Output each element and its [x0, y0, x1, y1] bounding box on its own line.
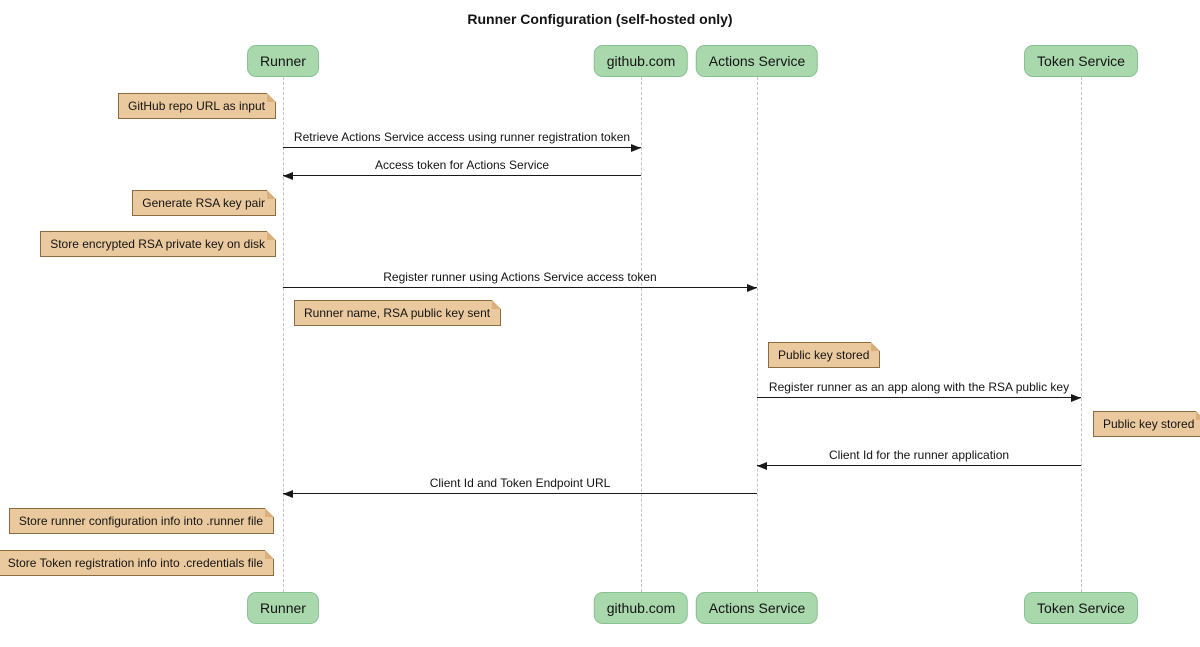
participant-actions-service-top: Actions Service [695, 45, 819, 77]
message-line [283, 147, 641, 148]
message-line [283, 287, 757, 288]
participant-runner-top: Runner [247, 45, 319, 77]
message-label: Access token for Actions Service [374, 158, 550, 172]
arrowhead-icon [757, 461, 767, 470]
lifeline-actions-service [757, 77, 758, 592]
message-label: Register runner as an app along with the… [768, 380, 1070, 394]
lifeline-token-service [1081, 77, 1082, 592]
note-1: GitHub repo URL as input [118, 93, 276, 119]
note-7: Store runner configuration info into .ru… [8, 508, 275, 534]
note-5: Public key stored [768, 342, 881, 368]
arrowhead-icon [283, 171, 293, 180]
note-6: Public key stored [1093, 411, 1200, 437]
participant-github-com-top: github.com [593, 45, 689, 77]
arrowhead-icon [631, 143, 641, 152]
arrowhead-icon [747, 283, 757, 292]
message-line [757, 465, 1081, 466]
participant-token-service-bottom: Token Service [1024, 592, 1138, 624]
message-line [757, 397, 1081, 398]
note-3: Store encrypted RSA private key on disk [40, 231, 276, 257]
arrowhead-icon [283, 489, 293, 498]
participant-actions-service-bottom: Actions Service [695, 592, 819, 624]
message-label: Client Id and Token Endpoint URL [429, 476, 611, 490]
message-line [283, 493, 757, 494]
lifeline-github-com [641, 77, 642, 592]
participant-github-com-bottom: github.com [593, 592, 689, 624]
participant-runner-bottom: Runner [247, 592, 319, 624]
message-label: Retrieve Actions Service access using ru… [293, 130, 631, 144]
lifeline-runner [283, 77, 284, 592]
note-4: Runner name, RSA public key sent [294, 300, 502, 326]
message-line [283, 175, 641, 176]
note-8: Store Token registration info into .cred… [0, 550, 275, 576]
arrowhead-icon [1071, 393, 1081, 402]
diagram-title: Runner Configuration (self-hosted only) [467, 11, 733, 27]
message-label: Register runner using Actions Service ac… [383, 270, 657, 284]
message-label: Client Id for the runner application [828, 448, 1010, 462]
participant-token-service-top: Token Service [1024, 45, 1138, 77]
note-2: Generate RSA key pair [132, 190, 276, 216]
